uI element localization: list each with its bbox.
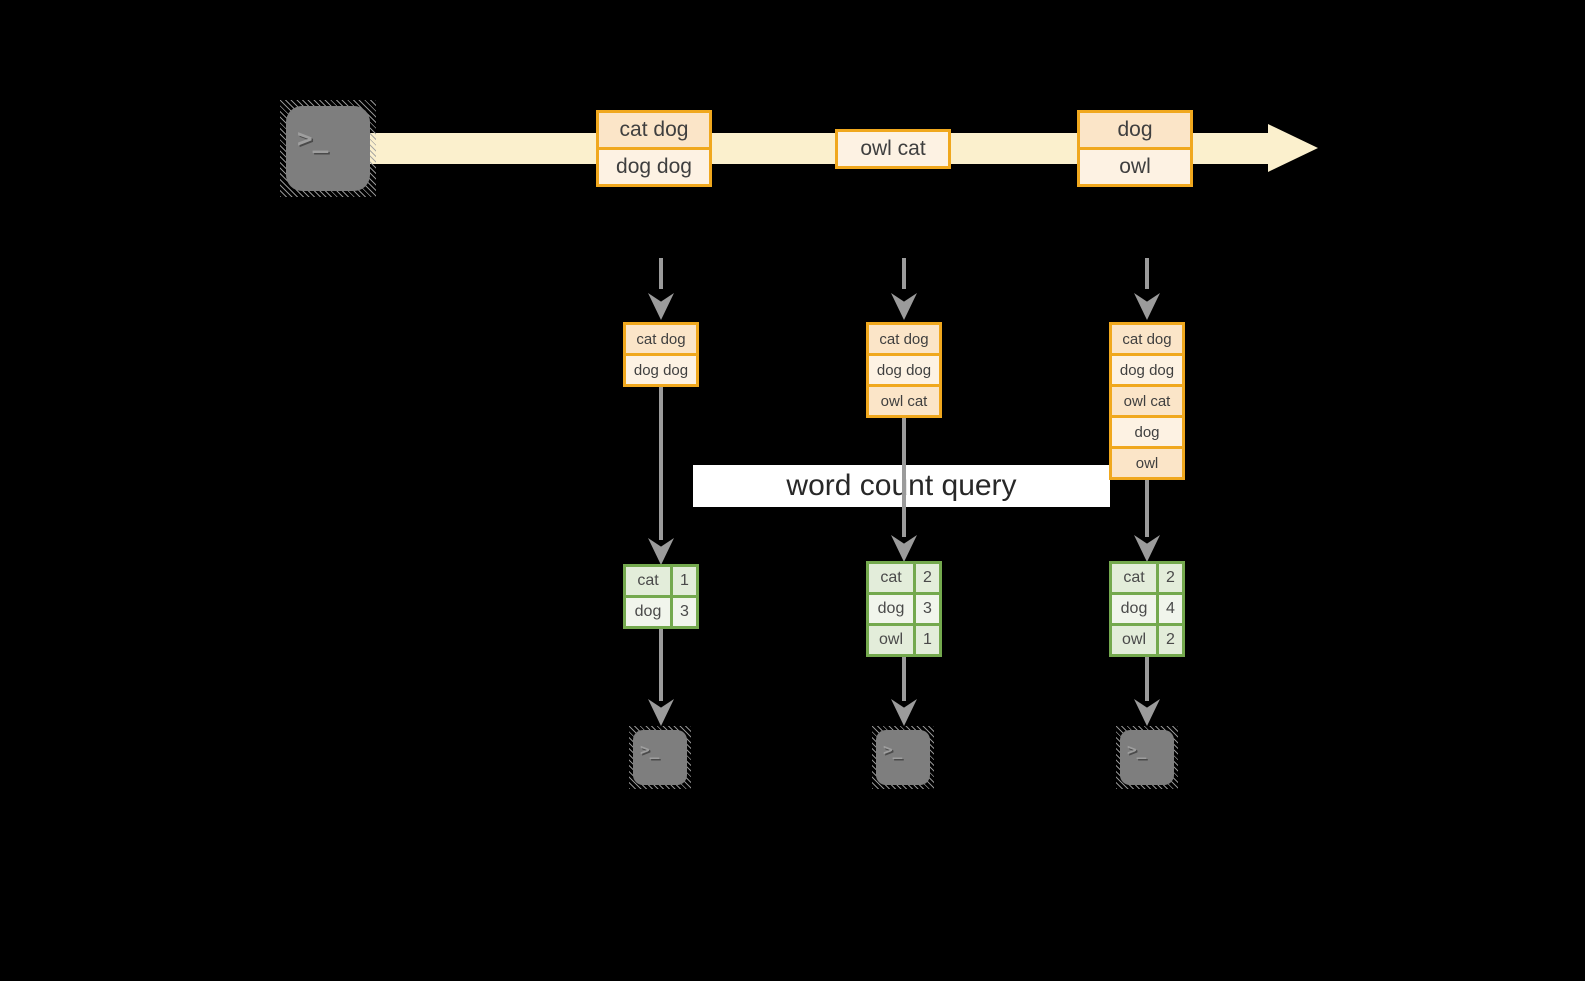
arrow-line (902, 418, 906, 537)
terminal-prompt-icon: >_ (640, 740, 660, 759)
terminal-prompt-icon: >_ (1127, 740, 1147, 759)
table-row: cat 2 (1112, 564, 1182, 592)
dashed-arrow-line (902, 258, 906, 289)
terminal-body (876, 730, 930, 785)
batch-line: dog dog (869, 353, 939, 384)
arrow-line (1145, 480, 1149, 537)
table-row: owl 1 (869, 623, 939, 654)
count-cell: 1 (916, 626, 939, 654)
down-arrowhead-icon (891, 699, 917, 726)
terminal-prompt-icon: >_ (883, 740, 903, 759)
stream-batch-2: owl cat (835, 129, 951, 169)
terminal-body (633, 730, 687, 785)
source-terminal-icon: >_ (280, 100, 376, 197)
word-cell: owl (1112, 626, 1159, 654)
word-cell: dog (869, 595, 916, 623)
stream-arrowhead-icon (1268, 124, 1318, 172)
word-cell: cat (626, 567, 673, 595)
table-row: dog 3 (869, 592, 939, 623)
count-cell: 3 (916, 595, 939, 623)
batch-line: cat dog (869, 325, 939, 353)
arrow-line (902, 657, 906, 701)
batch-line: dog (1112, 415, 1182, 446)
micro-batch-2: cat dog dog dog owl cat (866, 322, 942, 418)
arrow-line (659, 387, 663, 540)
table-row: owl 2 (1112, 623, 1182, 654)
stream-batch-1: cat dog dog dog (596, 110, 712, 187)
sink-terminal-icon-1: >_ (629, 726, 691, 789)
down-arrowhead-icon (648, 699, 674, 726)
micro-batch-3: cat dog dog dog owl cat dog owl (1109, 322, 1185, 480)
count-cell: 2 (1159, 626, 1182, 654)
table-row: dog 3 (626, 595, 696, 626)
batch-line: dog dog (626, 353, 696, 384)
terminal-body (286, 106, 370, 191)
table-row: dog 4 (1112, 592, 1182, 623)
micro-batch-1: cat dog dog dog (623, 322, 699, 387)
wordcount-table-2: cat 2 dog 3 owl 1 (866, 561, 942, 657)
stream-batch-line: cat dog (599, 113, 709, 147)
query-banner: word count query (693, 465, 1110, 507)
down-arrowhead-icon (648, 293, 674, 320)
down-arrowhead-icon (648, 538, 674, 565)
stream-batch-line: dog (1080, 113, 1190, 147)
down-arrowhead-icon (1134, 535, 1160, 562)
batch-line: owl (1112, 446, 1182, 477)
word-cell: dog (1112, 595, 1159, 623)
table-row: cat 2 (869, 564, 939, 592)
word-cell: cat (869, 564, 916, 592)
batch-line: cat dog (626, 325, 696, 353)
batch-line: cat dog (1112, 325, 1182, 353)
word-cell: owl (869, 626, 916, 654)
batch-line: dog dog (1112, 353, 1182, 384)
down-arrowhead-icon (891, 293, 917, 320)
batch-line: owl cat (1112, 384, 1182, 415)
wordcount-table-3: cat 2 dog 4 owl 2 (1109, 561, 1185, 657)
count-cell: 3 (673, 598, 696, 626)
count-cell: 2 (916, 564, 939, 592)
stream-batch-3: dog owl (1077, 110, 1193, 187)
sink-terminal-icon-2: >_ (872, 726, 934, 789)
word-cell: dog (626, 598, 673, 626)
wordcount-table-1: cat 1 dog 3 (623, 564, 699, 629)
down-arrowhead-icon (1134, 293, 1160, 320)
down-arrowhead-icon (891, 535, 917, 562)
stream-batch-line: dog dog (599, 147, 709, 184)
arrow-line (1145, 657, 1149, 701)
count-cell: 1 (673, 567, 696, 595)
table-row: cat 1 (626, 567, 696, 595)
dashed-arrow-line (659, 258, 663, 289)
word-cell: cat (1112, 564, 1159, 592)
arrow-line (659, 629, 663, 701)
down-arrowhead-icon (1134, 699, 1160, 726)
count-cell: 4 (1159, 595, 1182, 623)
dashed-arrow-line (1145, 258, 1149, 289)
count-cell: 2 (1159, 564, 1182, 592)
batch-line: owl cat (869, 384, 939, 415)
sink-terminal-icon-3: >_ (1116, 726, 1178, 789)
terminal-body (1120, 730, 1174, 785)
stream-batch-line: owl (1080, 147, 1190, 184)
terminal-prompt-icon: >_ (297, 124, 329, 154)
stream-batch-line: owl cat (838, 132, 948, 166)
